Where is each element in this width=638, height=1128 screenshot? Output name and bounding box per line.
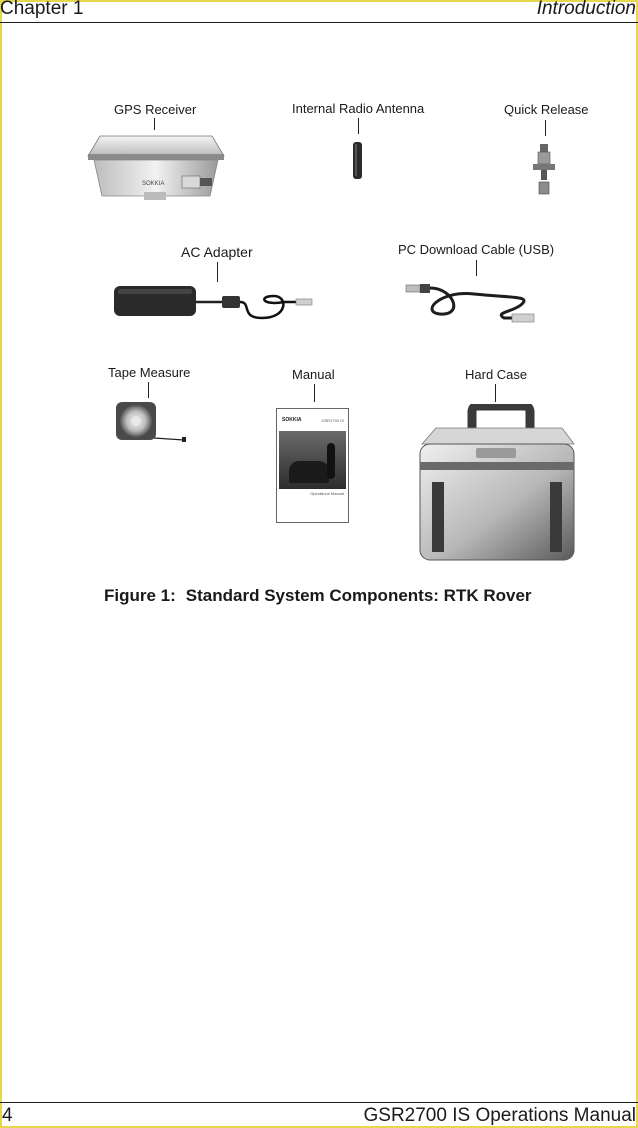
label-usb-cable: PC Download Cable (USB) bbox=[398, 242, 555, 257]
label-radio-antenna: Internal Radio Antenna bbox=[292, 101, 425, 116]
footer-rule bbox=[0, 1102, 638, 1103]
label-quick-release: Quick Release bbox=[504, 102, 589, 117]
header-rule bbox=[0, 22, 638, 23]
figure-title: Standard System Components: RTK Rover bbox=[185, 586, 532, 605]
leader-manual bbox=[314, 384, 315, 402]
tape-measure-image bbox=[116, 402, 186, 442]
hard-case-image bbox=[419, 404, 575, 561]
label-ac-adapter: AC Adapter bbox=[181, 244, 253, 260]
manual-image: SOKKIA GSR2700 IS Operations Manual bbox=[276, 408, 349, 523]
radio-antenna-image bbox=[353, 142, 362, 179]
ac-adapter-image bbox=[114, 286, 313, 320]
gps-receiver-image: SOKKIA bbox=[87, 135, 225, 200]
usb-cable-image bbox=[405, 284, 535, 323]
label-tape-measure: Tape Measure bbox=[108, 365, 191, 380]
label-gps-receiver: GPS Receiver bbox=[114, 102, 197, 117]
receiver-brand-text: SOKKIA bbox=[142, 181, 164, 187]
document-title: GSR2700 IS Operations Manual bbox=[363, 1105, 637, 1126]
manual-subtitle: Operations Manual bbox=[310, 491, 344, 496]
leader-gps-receiver bbox=[154, 118, 155, 130]
label-hard-case: Hard Case bbox=[465, 367, 528, 382]
leader-quick-release bbox=[545, 120, 546, 136]
quick-release-image bbox=[533, 144, 555, 195]
chapter-header: Chapter 1 bbox=[0, 0, 84, 19]
figure-number: Figure 1: bbox=[104, 586, 176, 605]
leader-tape-measure bbox=[148, 382, 149, 398]
leader-hard-case bbox=[495, 384, 496, 402]
manual-cover-photo bbox=[279, 431, 346, 489]
leader-usb-cable bbox=[476, 260, 477, 276]
label-manual: Manual bbox=[292, 367, 335, 382]
leader-ac-adapter bbox=[217, 262, 218, 282]
manual-model: GSR2700 IS bbox=[321, 418, 344, 423]
page-number: 4 bbox=[2, 1105, 13, 1126]
leader-radio-antenna bbox=[358, 118, 359, 134]
section-header: Introduction bbox=[536, 0, 636, 19]
manual-brand: SOKKIA bbox=[282, 417, 302, 423]
figure-caption: Figure 1: Standard System Components: RTK… bbox=[104, 586, 532, 606]
